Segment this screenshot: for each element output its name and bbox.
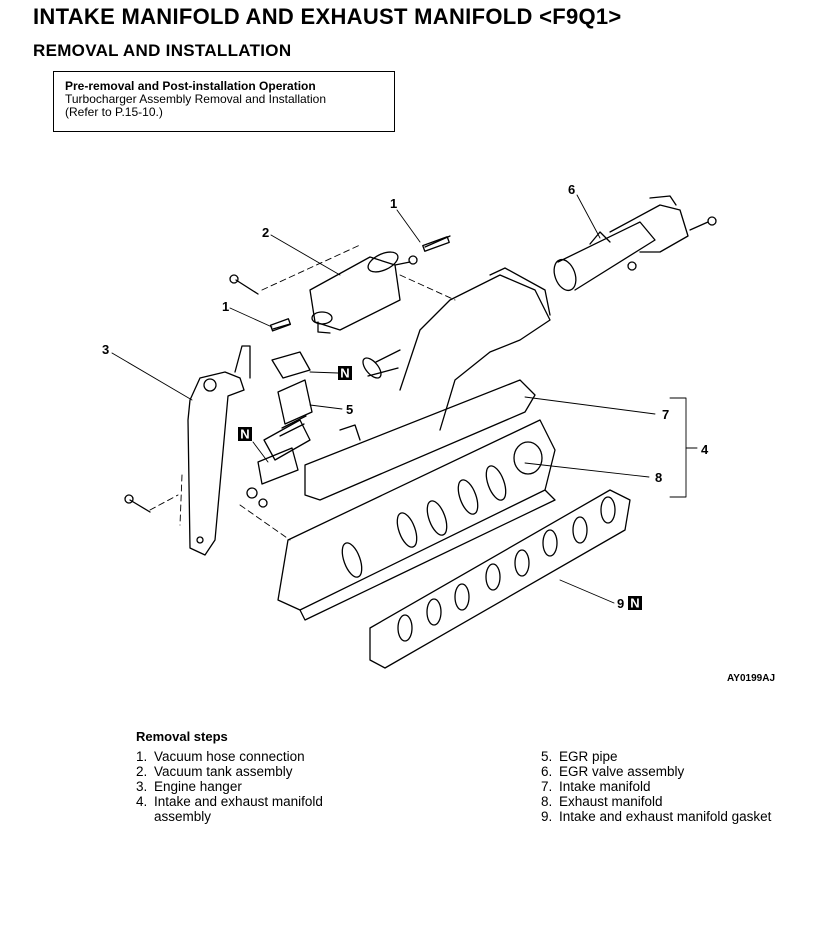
step-item: 1.Vacuum hose connection bbox=[136, 749, 305, 764]
callout-1b: 1 bbox=[222, 299, 229, 314]
svg-text:N: N bbox=[630, 596, 639, 611]
intake-manifold-illustration bbox=[304, 267, 551, 501]
step-item: 8.Exhaust manifold bbox=[541, 794, 663, 809]
callout-8: 8 bbox=[655, 470, 662, 485]
svg-text:N: N bbox=[340, 366, 349, 381]
leader-lines bbox=[111, 194, 698, 604]
step-item: 6.EGR valve assembly bbox=[541, 764, 685, 779]
callout-2: 2 bbox=[262, 225, 269, 240]
n-mark-2: N bbox=[238, 427, 252, 442]
manifold-illustration: N N N 1 2 1 3 5 6 7 4 8 9 bbox=[102, 182, 717, 669]
pre-removal-heading: Pre-removal and Post-installation Operat… bbox=[65, 79, 316, 93]
callout-6: 6 bbox=[568, 182, 575, 197]
step-item: 9.Intake and exhaust manifold gasket bbox=[541, 809, 772, 824]
assembly-lines bbox=[149, 244, 456, 541]
step-item: 2.Vacuum tank assembly bbox=[136, 764, 293, 779]
egr-valve-illustration bbox=[553, 195, 717, 292]
manifold-gasket-illustration bbox=[369, 489, 631, 669]
pre-removal-line-1: Turbocharger Assembly Removal and Instal… bbox=[65, 92, 327, 106]
exploded-diagram: N N N 1 2 1 3 5 6 7 4 8 9 bbox=[0, 170, 836, 690]
removal-steps-heading: Removal steps bbox=[136, 729, 228, 744]
callout-4: 4 bbox=[701, 442, 709, 457]
figure-code: AY0199AJ bbox=[727, 673, 776, 684]
callout-5: 5 bbox=[346, 402, 353, 417]
page-subtitle: REMOVAL AND INSTALLATION bbox=[33, 41, 292, 60]
egr-pipe-illustration bbox=[257, 351, 313, 485]
callout-7: 7 bbox=[662, 407, 669, 422]
callout-1a: 1 bbox=[390, 196, 397, 211]
callout-9: 9 bbox=[617, 596, 624, 611]
removal-steps-col-2: 5.EGR pipe 6.EGR valve assembly 7.Intake… bbox=[541, 749, 771, 824]
exhaust-manifold-illustration bbox=[277, 419, 556, 621]
removal-steps-col-1: 1.Vacuum hose connection 2.Vacuum tank a… bbox=[136, 749, 323, 824]
vacuum-tank-illustration bbox=[309, 251, 418, 334]
bolts-illustration bbox=[124, 235, 451, 513]
page-title: INTAKE MANIFOLD AND EXHAUST MANIFOLD <F9… bbox=[33, 4, 622, 29]
step-item: 3.Engine hanger bbox=[136, 779, 242, 794]
n-mark-1: N bbox=[338, 366, 352, 381]
step-item: 7.Intake manifold bbox=[541, 779, 651, 794]
step-item: 5.EGR pipe bbox=[541, 749, 618, 764]
pre-removal-box: Pre-removal and Post-installation Operat… bbox=[53, 71, 395, 132]
pre-removal-line-2: (Refer to P.15-10.) bbox=[65, 105, 163, 119]
engine-hanger-illustration bbox=[187, 345, 251, 556]
svg-text:N: N bbox=[240, 427, 249, 442]
callout-3: 3 bbox=[102, 342, 109, 357]
n-mark-3: N bbox=[628, 596, 642, 611]
